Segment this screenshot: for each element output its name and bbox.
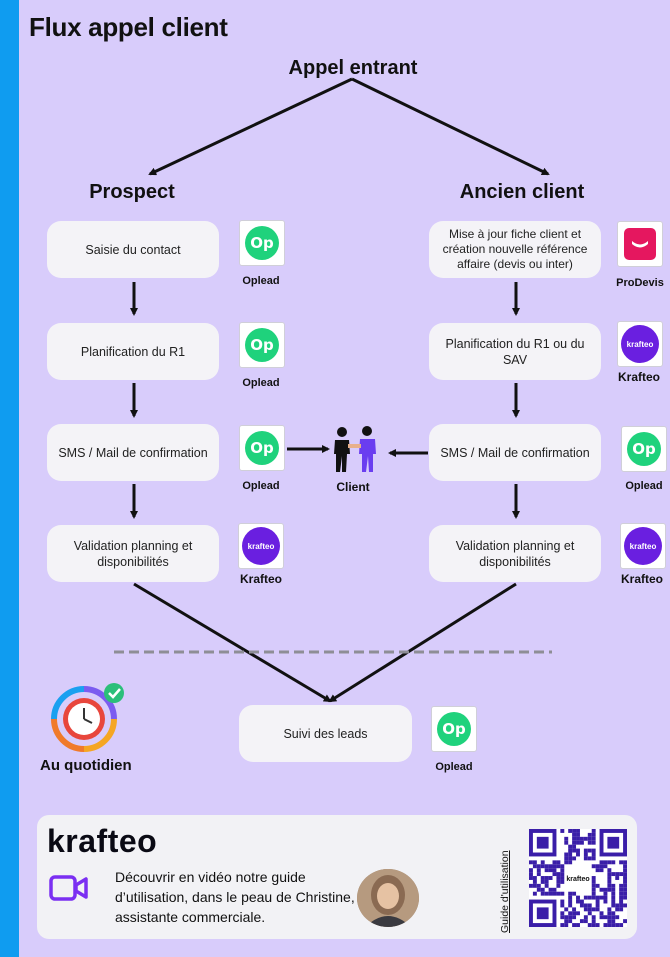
right-step-3: SMS / Mail de confirmation: [429, 424, 601, 481]
daily-label: Au quotidien: [40, 757, 132, 774]
arrow-right-to-leads: [328, 582, 517, 703]
right-tool-3-label: Oplead: [625, 480, 663, 492]
krafteo-logo: krafteo: [238, 523, 284, 569]
prodevis-logo: [617, 221, 663, 267]
krafteo-logo: krafteo: [617, 321, 663, 367]
arrow-left-to-leads: [133, 582, 332, 703]
krafteo-brand: krafteo: [47, 823, 158, 859]
oplead-logo: Op: [431, 706, 477, 752]
oplead-logo: Op: [239, 322, 285, 368]
handshake-client-icon: [334, 426, 376, 472]
guide-description: Découvrir en vidéo notre guide d’utilisa…: [115, 869, 355, 925]
video-camera-icon[interactable]: [49, 873, 89, 903]
left-step-4: Validation planning et disponibilités: [47, 525, 219, 582]
right-step-4: Validation planning et disponibilités: [429, 525, 601, 582]
arrow-to-prospect: [148, 77, 353, 176]
left-tool-2-label: Oplead: [242, 377, 280, 389]
leads-tool-label: Oplead: [435, 761, 473, 773]
right-step-1: Mise à jour fiche client et création nou…: [429, 221, 601, 278]
oplead-logo: Op: [239, 425, 285, 471]
left-step-3: SMS / Mail de confirmation: [47, 424, 219, 481]
right-tool-1-label: ProDevis: [616, 277, 664, 289]
oplead-logo: Op: [239, 220, 285, 266]
prodevis-mark-icon: [624, 228, 656, 260]
qr-code[interactable]: krafteo: [529, 829, 627, 927]
right-step-2: Planification du R1 ou du SAV: [429, 323, 601, 380]
arrow-to-ancien-client: [351, 77, 550, 176]
left-step-1: Saisie du contact: [47, 221, 219, 278]
krafteo-logo: krafteo: [620, 523, 666, 569]
christine-avatar: [357, 869, 419, 927]
qr-center-logo: krafteo: [566, 876, 589, 883]
page-title: Flux appel client: [29, 12, 228, 42]
side-stripe: [0, 0, 19, 957]
client-label: Client: [336, 480, 370, 494]
left-tool-4-label: Krafteo: [239, 572, 282, 586]
ancien-client-heading: Ancien client: [459, 181, 585, 203]
oplead-logo: Op: [621, 426, 667, 472]
left-step-2: Planification du R1: [47, 323, 219, 380]
prospect-heading: Prospect: [89, 181, 175, 203]
left-tool-1-label: Oplead: [242, 275, 280, 287]
left-tool-3-label: Oplead: [242, 480, 280, 492]
start-label: Appel entrant: [288, 57, 418, 79]
leads-step: Suivi des leads: [239, 705, 412, 762]
daily-clock-icon: [51, 683, 124, 752]
right-tool-2-label: Krafteo: [617, 370, 660, 384]
qr-guide-link[interactable]: Guide d'utilisation: [499, 850, 511, 933]
right-tool-4-label: Krafteo: [620, 572, 663, 586]
guide-footer: krafteo Découvrir en vidéo notre guide d…: [37, 815, 637, 939]
